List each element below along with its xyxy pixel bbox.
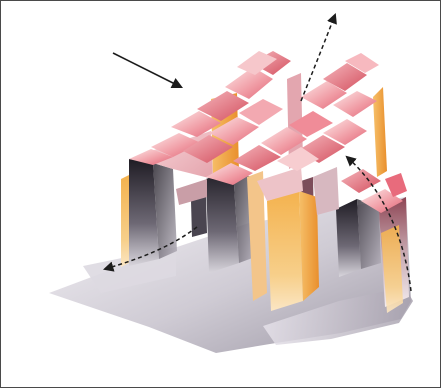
incoming-arrow bbox=[113, 53, 181, 87]
